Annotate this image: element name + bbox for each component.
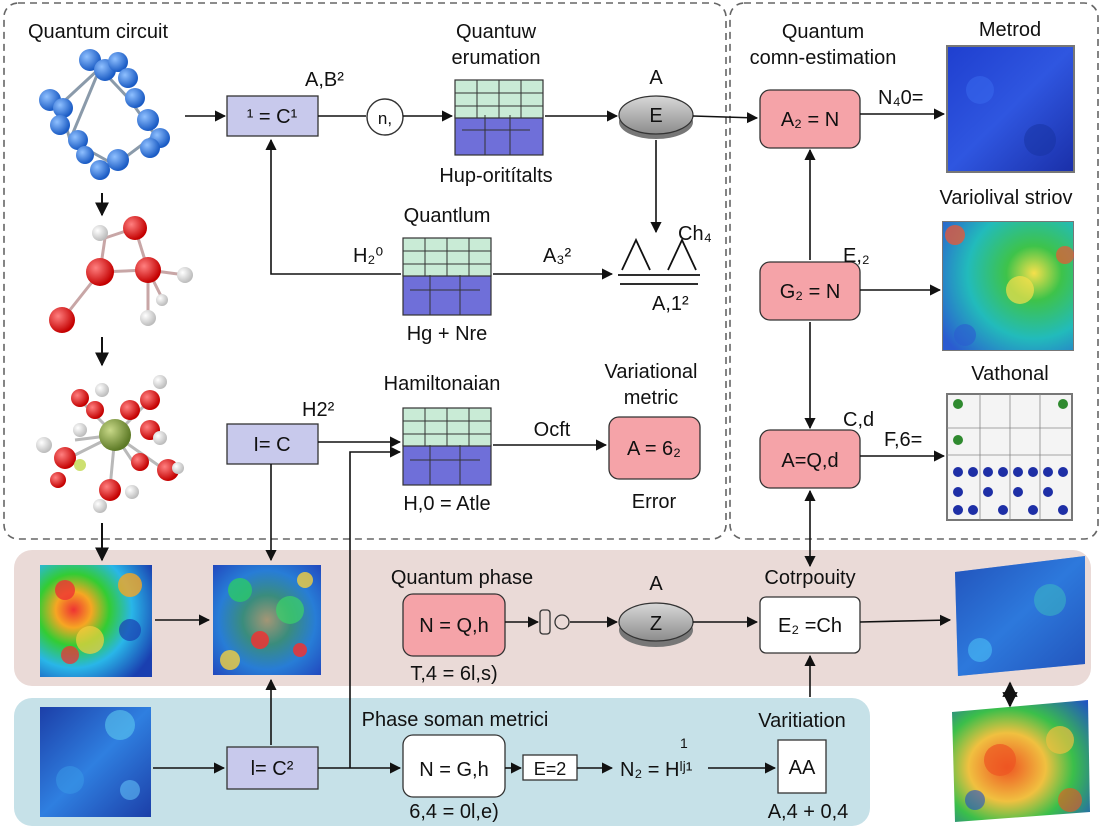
- n1-circle: [366, 98, 404, 136]
- label-variitiation: Varitiation: [758, 710, 845, 732]
- label-qc-est-1: Quantum: [782, 21, 864, 43]
- e-oval: [618, 95, 694, 135]
- arrow-loop-c1: [265, 138, 401, 275]
- a2n-box: [759, 89, 861, 149]
- metal-complex-molecule: [36, 375, 184, 513]
- label-quantlum: Quantlum: [404, 205, 491, 227]
- e2ch-label: E₂ =Ch: [778, 615, 842, 637]
- label-a-top: A: [649, 67, 663, 89]
- label-e2: E,₂: [843, 245, 870, 267]
- label-hup: Hup-oritítalts: [439, 165, 552, 187]
- z-oval-label: Z: [650, 613, 662, 635]
- blue-volume-cube: [955, 556, 1085, 676]
- n2h-sup: 1: [680, 735, 688, 751]
- label-variolival: Variolival striov: [940, 187, 1073, 209]
- label-a-pink: A: [649, 573, 663, 595]
- ng1h-box: [402, 734, 506, 798]
- arrow-e2ch-cube: [859, 614, 952, 626]
- label-n40: N₄0=: [878, 87, 923, 109]
- a62-box: [608, 416, 701, 480]
- right-dashed-panel: [729, 2, 1099, 540]
- grid-block-mid: [402, 237, 492, 316]
- label-erumation: erumation: [452, 47, 541, 69]
- g2n-box: [759, 261, 861, 321]
- label-f36: F,6=: [884, 429, 922, 451]
- variolival-image: [942, 221, 1074, 351]
- label-a12: A,1²: [652, 293, 689, 315]
- e2-box-label: E=2: [534, 759, 567, 779]
- c2-box-label: l= C²: [251, 758, 294, 780]
- label-ch4: Ch₄: [678, 223, 712, 245]
- c2-box: [226, 746, 319, 790]
- vathonal-grid-image: [946, 393, 1073, 521]
- heatmap-tile-2: [213, 565, 321, 675]
- label-ocft: Ocft: [534, 419, 571, 441]
- label-metric: metric: [624, 387, 678, 409]
- c1-box: [226, 95, 319, 137]
- g2n-label: G₂ = N: [780, 281, 841, 303]
- label-qc-est-2: comn-estimation: [750, 47, 897, 69]
- pink-band: [14, 550, 1091, 686]
- e2ch-box: [759, 596, 861, 654]
- a62-label: A = 6₂: [627, 438, 681, 460]
- heatmap-tile-1: [40, 565, 152, 677]
- label-hg-nre: Hg + Nre: [407, 323, 488, 345]
- label-a34: A,4 + 0,4: [768, 801, 849, 823]
- e-oval-label: E: [649, 105, 662, 127]
- label-quantuw: Quantuw: [456, 21, 537, 43]
- arrow-e-a2n: [692, 112, 759, 124]
- label-h2-2: H2²: [302, 399, 335, 421]
- e2-small-box: [522, 754, 578, 781]
- aqd-box: [759, 429, 861, 489]
- label-phase-metric: Phase soman metrici: [362, 709, 549, 731]
- blue-molecule: [39, 49, 170, 180]
- label-error: Error: [632, 491, 677, 513]
- label-metrod: Metrod: [979, 19, 1041, 41]
- label-quantum-phase: Quantum phase: [391, 567, 533, 589]
- nq1h-label: N = Q,h: [419, 615, 488, 637]
- c-box: [226, 423, 319, 465]
- label-t34: T,4 = 6l,s): [410, 663, 497, 685]
- label-vathonal: Vathonal: [971, 363, 1048, 385]
- title-quantum-circuit: Quantum circuit: [28, 21, 168, 43]
- heat-volume-cube: [952, 700, 1090, 822]
- ng1h-label: N = G,h: [419, 759, 488, 781]
- c1-box-label: ¹ = C¹: [247, 106, 298, 128]
- label-hamiltonaian: Hamiltonaian: [384, 373, 501, 395]
- method-image: [946, 45, 1075, 173]
- connector-symbol: [539, 609, 570, 635]
- label-cotrpouity: Cotrpouity: [764, 567, 855, 589]
- c-box-label: I= C: [253, 434, 290, 456]
- label-variational: Variational: [604, 361, 697, 383]
- label-h2o: H₂⁰: [353, 245, 383, 267]
- label-b634: 6,4 = 0l,e): [409, 801, 499, 823]
- label-h30: H,0 = Atle: [403, 493, 490, 515]
- red-molecule: [49, 216, 193, 333]
- aa-box: [777, 739, 827, 794]
- a2n-label: A₂ = N: [781, 109, 839, 131]
- n2h-label: N₂ = Hˡʲ¹: [620, 759, 693, 781]
- n1-label: n,: [378, 109, 392, 128]
- label-a1b2: A,B²: [305, 69, 344, 91]
- grid-block-top: [454, 79, 544, 156]
- arrow-c2-grid-bottom: [349, 446, 402, 768]
- aa-label: AA: [789, 757, 816, 779]
- nq1h-box: [402, 593, 506, 657]
- blue-field-tile: [40, 707, 151, 817]
- label-a32: A₃²: [543, 245, 571, 267]
- aqd-label: A=Q,d: [781, 450, 838, 472]
- grid-block-bottom: [402, 407, 492, 486]
- lambda-symbol: [618, 237, 700, 285]
- label-c1d: C,d: [843, 409, 874, 431]
